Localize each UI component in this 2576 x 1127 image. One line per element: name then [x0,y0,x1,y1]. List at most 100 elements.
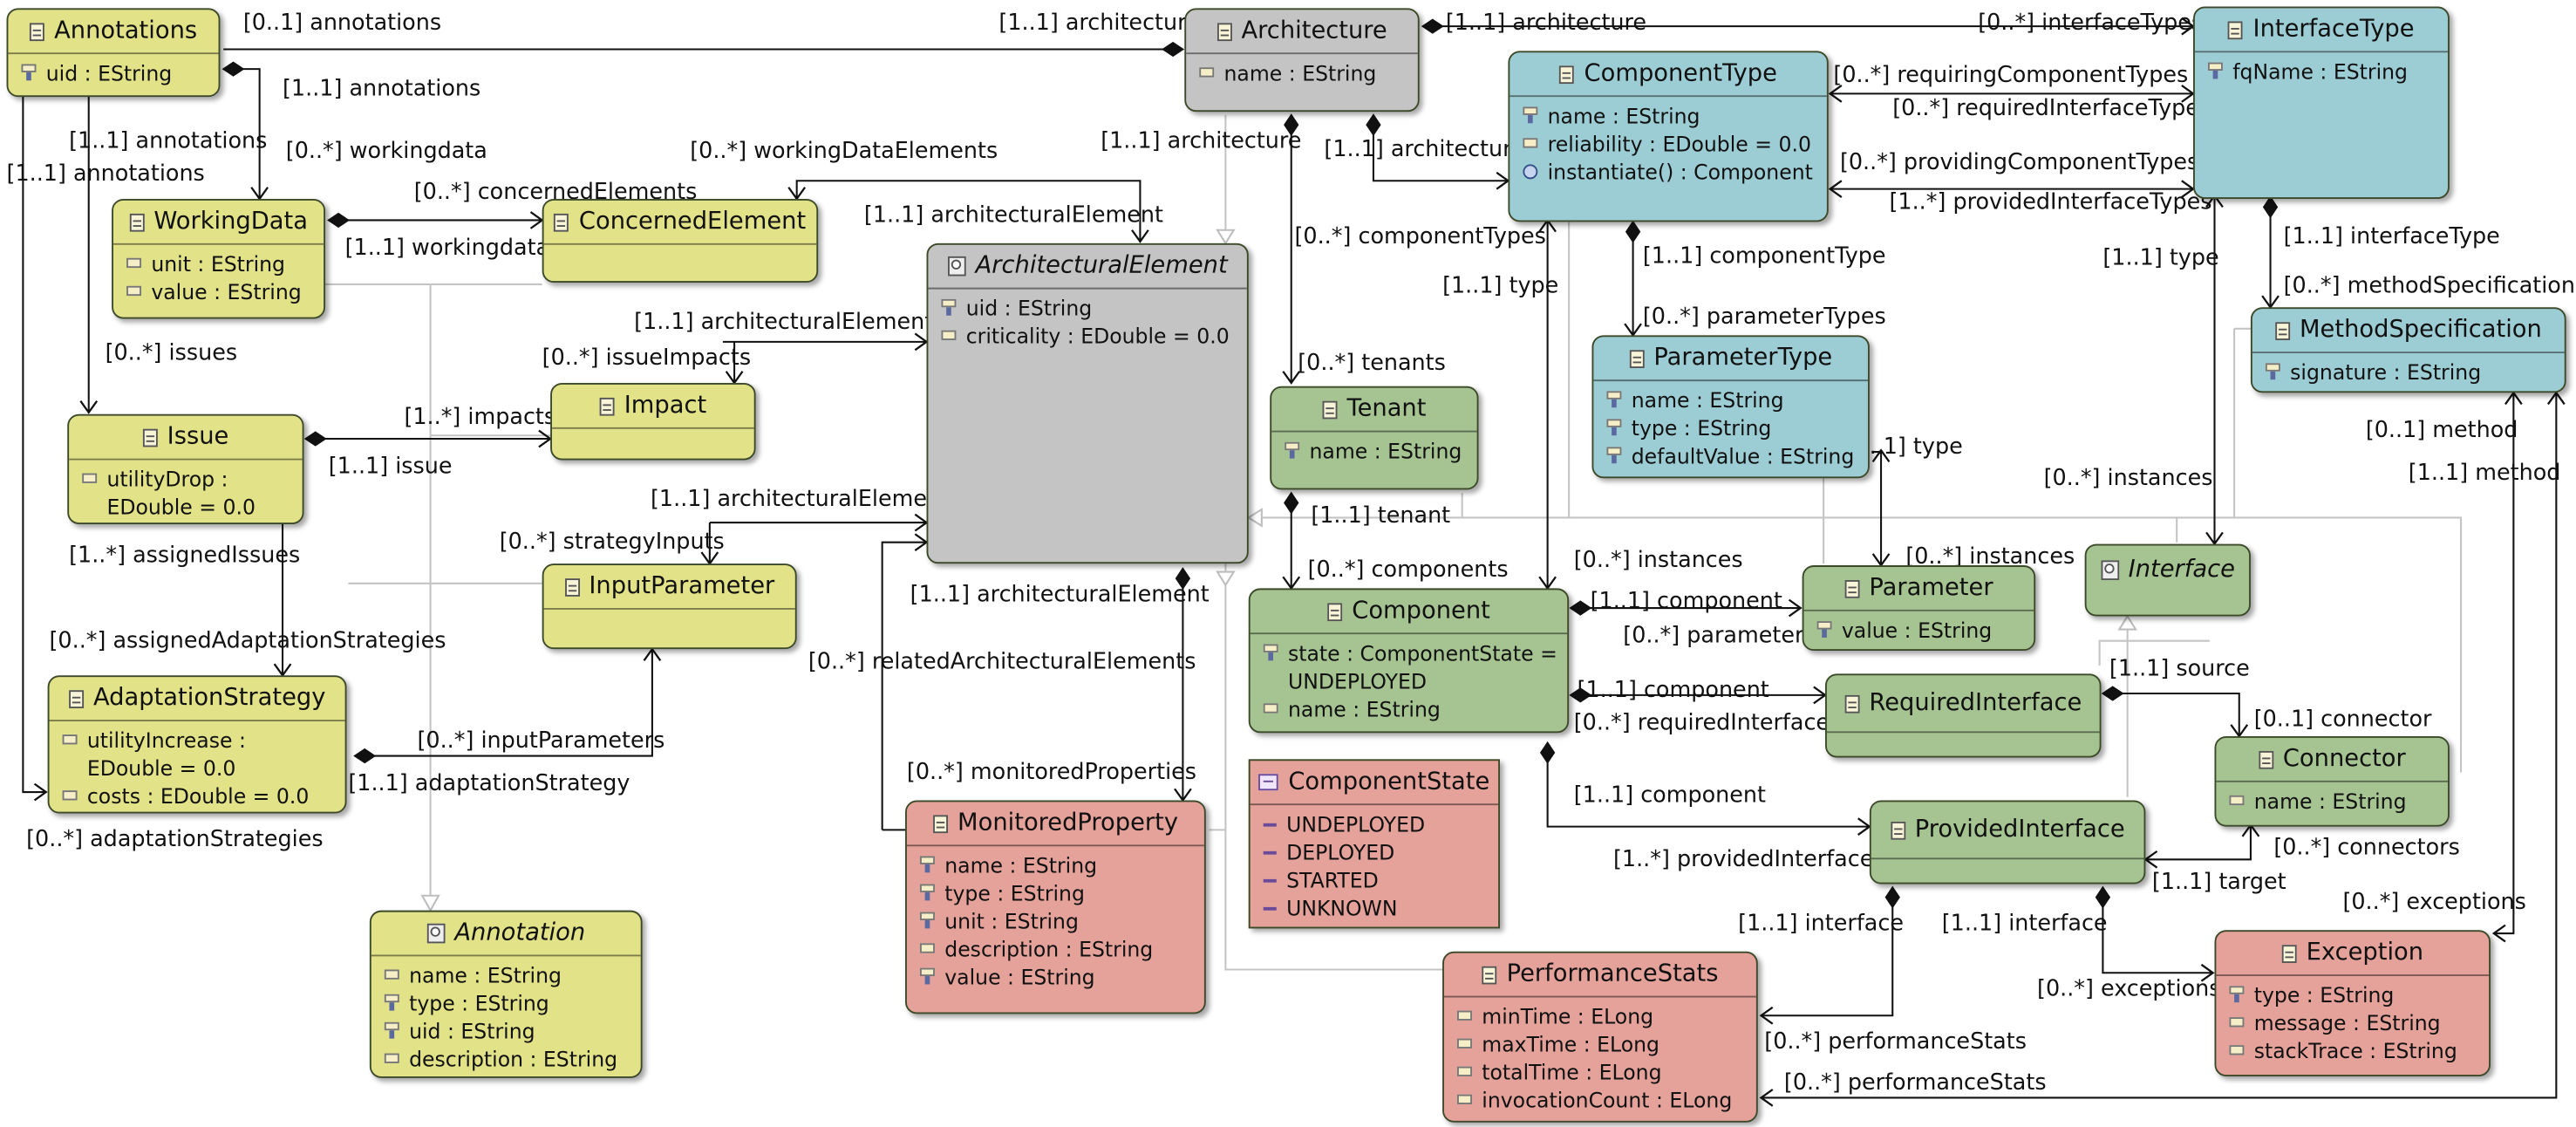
class-name: Issue [167,424,229,451]
attribute-icon [384,969,399,980]
class-header: Connector [2216,738,2449,782]
attribute-icon [941,330,957,340]
class-inputparameter[interactable]: InputParameter [542,564,797,650]
edge-label: [1..1] architecture [1446,9,1646,35]
attribute-icon [1457,1094,1472,1104]
attribute-text: message : EString [2253,1010,2441,1035]
association-lines [22,25,2558,1099]
attribute-row: name : EString [919,851,1204,879]
class-parameter[interactable]: Parameter value : EString [1802,565,2036,652]
class-exception[interactable]: Exception type : EString message : EStri… [2214,930,2491,1076]
literal-icon [1263,906,1277,911]
edge-label: [0..*] interfaceTypes [1978,9,2203,35]
class-name: Architecture [1241,17,1387,44]
id-attribute-icon [1263,644,1278,661]
operation-row: instantiate() : Component [1523,158,1827,186]
class-annotation[interactable]: Annotation name : EString type : EString… [369,910,643,1078]
attribute-text: state : ComponentState = UNDEPLOYED [1287,640,1557,694]
attribute-text: reliability : EDouble = 0.0 [1547,131,1811,156]
class-monitoredproperty[interactable]: MonitoredProperty name : EString type : … [905,800,1206,1014]
attribute-icon [82,473,98,483]
attribute-text: signature : EString [2290,359,2482,385]
class-methodspecification[interactable]: MethodSpecification signature : EString [2250,307,2566,393]
attribute-row: uid : EString [384,1017,641,1045]
edge-label: [1..*] providedInterfaceTypes [1889,188,2211,214]
class-header: InputParameter [543,565,795,610]
attribute-row: name : EString [1199,59,1418,87]
attribute-text: name : EString [1309,439,1462,464]
class-workingdata[interactable]: WorkingData unit : EString value : EStri… [112,198,326,319]
class-header: Parameter [1803,567,2034,611]
class-interfacetype[interactable]: InterfaceType fqName : EString [2193,6,2450,199]
class-requiredinterface[interactable]: RequiredInterface [1825,673,2102,758]
edge-label: [1..1] adaptationStrategy [348,769,630,796]
attribute-row: utilityDrop : EDouble = 0.0 [82,465,302,521]
edge-label: [1..1] issue [329,453,453,479]
eclass-icon [1890,821,1905,839]
edge-label: [0..*] performanceStats [1784,1069,2047,1095]
class-component[interactable]: Component state : ComponentState = UNDEP… [1248,588,1570,734]
class-componenttype[interactable]: ComponentType name : EString reliability… [1508,51,1829,222]
class-adaptationstrategy[interactable]: AdaptationStrategy utilityIncrease : EDo… [47,675,347,814]
attribute-text: fqName : EString [2232,58,2409,85]
attribute-text: type : EString [409,990,549,1016]
enum-componentstate[interactable]: ComponentState UNDEPLOYED DEPLOYED START… [1248,759,1501,929]
literal-row: STARTED [1263,866,1498,894]
eclass-icon [554,212,569,231]
edge-label: [1..1] annotations [69,127,267,154]
eclass-icon [932,814,948,833]
edge-label: [1..1] type [1442,271,1558,297]
class-tenant[interactable]: Tenant name : EString [1270,386,1479,490]
id-attribute-icon [1606,391,1622,408]
eclass-icon [564,577,580,596]
id-attribute-icon [919,856,935,873]
class-header: RequiredInterface [1826,675,2100,734]
attribute-text: name : EString [1223,60,1377,85]
edge-label: [0..*] providingComponentTypes [1840,148,2198,174]
class-header: Annotation [371,912,641,957]
eclass-icon [1322,400,1338,419]
attribute-icon [919,943,935,953]
attribute-icon [2229,1045,2245,1055]
class-header: MethodSpecification [2252,309,2565,354]
class-interface[interactable]: Interface [2084,543,2251,617]
id-attribute-icon [1606,419,1622,436]
class-header: WorkingData [112,201,324,245]
edge-label: [1..1] workingdata [345,234,550,260]
class-name: PerformanceStats [1506,961,1719,988]
class-impact[interactable]: Impact [550,382,756,461]
class-annotations[interactable]: Annotations uid : EString [6,8,221,98]
eclass-icon [1327,602,1342,621]
class-architecturalelement[interactable]: ArchitecturalElement uid : EString criti… [926,242,1249,564]
id-attribute-icon [384,994,399,1011]
attribute-icon [1457,1010,1472,1021]
class-connector[interactable]: Connector name : EString [2214,735,2450,827]
edge-label: [0..*] instances [1574,546,1743,572]
attribute-text: stackTrace : EString [2253,1038,2457,1063]
edge-label: [1..1] componentType [1643,242,1886,268]
edge-label: [1..1] tenant [1311,502,1450,528]
edge-label: [0..*] adaptationStrategies [26,825,323,851]
edge-label: [1..1] architecture [998,9,1199,35]
edge-label: [0..*] issues [106,339,238,365]
class-header: AdaptationStrategy [49,677,345,722]
class-name: Tenant [1346,396,1427,423]
class-issue[interactable]: Issue utilityDrop : EDouble = 0.0 [67,413,304,524]
class-header: InterfaceType [2194,8,2449,53]
class-parametertype[interactable]: ParameterType name : EString type : EStr… [1591,335,1870,479]
class-architecture[interactable]: Architecture name : EString [1184,8,1420,113]
attribute-row: invocationCount : ELong [1457,1086,1756,1114]
attribute-text: value : EString [1841,618,1993,643]
abstract-class-icon [426,923,446,944]
class-name: Annotation [454,919,586,947]
class-concernedelement[interactable]: ConcernedElement [542,198,819,283]
attribute-icon [1457,1066,1472,1076]
edge-label: [0..*] methodSpecifications [2284,271,2576,297]
class-providedinterface[interactable]: ProvidedInterface [1869,800,2146,885]
edge-label: [1..1] component [1574,781,1766,807]
attribute-row: state : ComponentState = UNDEPLOYED [1263,639,1568,695]
id-attribute-icon [1606,447,1622,464]
id-attribute-icon [919,912,935,929]
literal-icon [1263,850,1277,855]
class-performancestats[interactable]: PerformanceStats minTime : ELong maxTime… [1442,951,1758,1123]
